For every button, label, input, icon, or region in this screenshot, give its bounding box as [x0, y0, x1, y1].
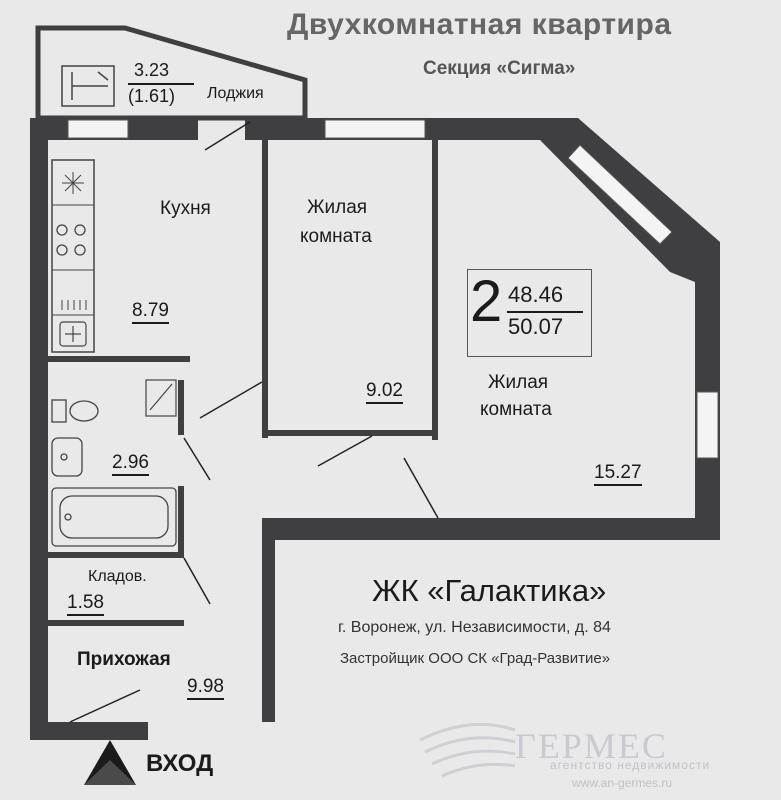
- sink-icon: [59, 321, 87, 347]
- summary-box: [467, 269, 592, 357]
- hallway-label: Прихожая: [77, 649, 171, 670]
- washbasin-icon: [51, 437, 83, 477]
- watermark-brand: ГЕРМЕС: [515, 726, 668, 766]
- storage-label: Кладов.: [88, 568, 147, 585]
- shaft-icon: [145, 379, 177, 417]
- complex-name: ЖК «Галактика»: [372, 573, 607, 608]
- storage-area: 1.58: [67, 592, 104, 616]
- kitchen-window: [67, 119, 129, 139]
- loggia-label: Лоджия: [207, 85, 264, 102]
- loggia-unit-icon: [61, 65, 115, 107]
- rooms-count: 2: [470, 269, 503, 334]
- watermark-site: www.an-germes.ru: [572, 776, 673, 790]
- left-wall: [30, 118, 48, 740]
- door-kitchen: [199, 381, 263, 419]
- loggia-area-reduced: (1.61): [128, 86, 176, 106]
- wall-kitchen-room: [262, 140, 268, 378]
- developer: Застройщик ООО СК «Град-Развитие»: [340, 650, 611, 667]
- room-window-1: [324, 119, 426, 139]
- page-title: Двухкомнатная квартира: [287, 8, 672, 41]
- loggia-area-divider: [128, 83, 194, 85]
- wall-bath-storage: [48, 552, 184, 558]
- living-large-label-2: комната: [480, 399, 552, 420]
- wall-bath-right: [178, 380, 184, 435]
- wall-room-bottom-2: [372, 430, 438, 436]
- room-window-3: [696, 391, 719, 459]
- wall-storage-hall: [48, 620, 184, 626]
- door-room-large: [403, 457, 439, 519]
- wall-kitchen-bath: [48, 356, 190, 362]
- dishwasher-icon: [61, 300, 87, 310]
- living-small-label-1: Жилая: [307, 197, 368, 218]
- door-bath: [183, 437, 211, 481]
- bathroom-area: 2.96: [112, 452, 149, 476]
- toilet-icon: [51, 399, 99, 423]
- wall-room-bottom: [262, 430, 380, 436]
- fridge-icon: [62, 172, 84, 194]
- section-name: Секция «Сигма»: [423, 58, 576, 79]
- watermark-tagline: агентство недвижимости: [550, 758, 711, 772]
- bottom-wall-right: [148, 518, 720, 722]
- address: г. Воронеж, ул. Независимости, д. 84: [338, 619, 611, 636]
- living-large-label-1: Жилая: [488, 372, 549, 393]
- living-small-label-2: комната: [300, 226, 372, 247]
- kitchen-area: 8.79: [132, 300, 169, 324]
- total-area: 50.07: [508, 314, 564, 339]
- wall-kitchen-room-2: [262, 378, 268, 438]
- wall-between-rooms: [432, 140, 438, 440]
- loggia-area: 3.23: [134, 60, 170, 80]
- living-large-area: 15.27: [594, 462, 642, 486]
- living-small-area: 9.02: [366, 380, 403, 404]
- kitchen-label: Кухня: [160, 198, 211, 219]
- entrance-label: ВХОД: [146, 750, 214, 777]
- door-loggia: [204, 121, 251, 151]
- wall-bath-right-2: [178, 486, 184, 556]
- door-entry: [69, 689, 141, 723]
- bathtub-icon: [51, 487, 177, 547]
- hallway-area: 9.98: [187, 676, 224, 700]
- room-window-2: [567, 144, 673, 245]
- loggia-outline: [35, 25, 308, 121]
- door-room-small: [317, 435, 373, 467]
- angled-wall: [540, 118, 720, 540]
- kitchen-counter: [51, 159, 95, 353]
- door-storage: [183, 557, 211, 605]
- bottom-wall-left: [30, 722, 148, 740]
- living-total-area: 48.46: [508, 282, 564, 307]
- watermark-wing-icon: [419, 722, 516, 778]
- summary-divider: [507, 311, 583, 313]
- stove-icon: [56, 224, 86, 256]
